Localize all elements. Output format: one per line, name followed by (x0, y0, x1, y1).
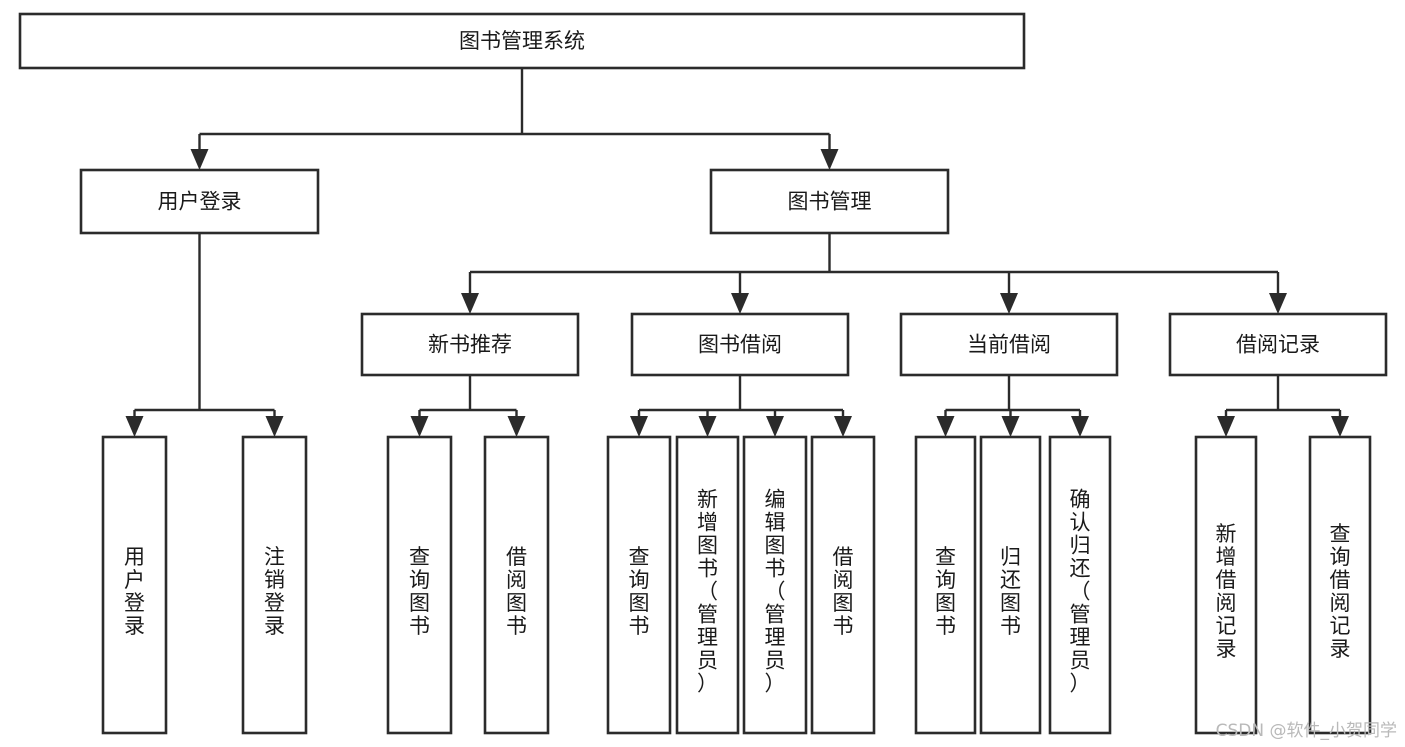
node-label: 注销登录 (264, 545, 285, 638)
node-label: 用户登录 (124, 545, 145, 638)
connector-arrowhead (1269, 293, 1287, 314)
node-leaf-0[interactable]: 用户登录 (101, 435, 168, 735)
connector-arrowhead (820, 149, 839, 170)
node-leaf-7[interactable]: 借阅图书 (810, 435, 876, 735)
node-leaf-2[interactable]: 查询图书 (386, 435, 453, 735)
node-label: 查询图书 (409, 545, 430, 638)
node-box (386, 435, 453, 735)
node-label: 新增图书（管理员） (697, 487, 718, 695)
node-box (914, 435, 977, 735)
connector-arrowhead (125, 416, 144, 437)
node-box (630, 312, 850, 377)
node-level3-0[interactable]: 新书推荐 (360, 312, 580, 377)
connector-arrowhead (1000, 293, 1018, 314)
node-leaf-9[interactable]: 归还图书 (979, 435, 1042, 735)
node-box (675, 435, 740, 735)
node-box (709, 168, 950, 235)
node-label: 借阅记录 (1236, 333, 1320, 357)
node-box (1048, 435, 1112, 735)
connector-layer (125, 68, 1349, 437)
node-box (979, 435, 1042, 735)
node-label: 查询图书 (935, 545, 956, 638)
connector-arrowhead (698, 416, 717, 437)
csdn-watermark: CSDN @软件_小贺同学 (1215, 721, 1397, 741)
connector-arrowhead (731, 293, 749, 314)
node-level2-1[interactable]: 图书管理 (709, 168, 950, 235)
connector-arrowhead (630, 416, 648, 437)
node-leaf-1[interactable]: 注销登录 (241, 435, 308, 735)
connector-arrowhead (410, 416, 429, 437)
connector-arrowhead (507, 416, 526, 437)
node-label: 确认归还（管理员） (1070, 487, 1091, 695)
connector-arrowhead (834, 416, 852, 437)
node-box (79, 168, 320, 235)
node-box (101, 435, 168, 735)
node-leaf-10[interactable]: 确认归还（管理员） (1048, 435, 1112, 735)
node-box (899, 312, 1119, 377)
node-leaf-6[interactable]: 编辑图书（管理员） (742, 435, 808, 735)
node-leaf-3[interactable]: 借阅图书 (483, 435, 550, 735)
node-label: 图书借阅 (698, 333, 782, 357)
connector-arrowhead (1331, 416, 1349, 437)
node-box (1168, 312, 1388, 377)
node-label: 查询借阅记录 (1330, 522, 1351, 661)
node-box (360, 312, 580, 377)
node-level3-3[interactable]: 借阅记录 (1168, 312, 1388, 377)
node-leaf-4[interactable]: 查询图书 (606, 435, 672, 735)
node-leaf-8[interactable]: 查询图书 (914, 435, 977, 735)
node-box (483, 435, 550, 735)
node-label: 图书管理系统 (459, 29, 585, 53)
connector-arrowhead (936, 416, 955, 437)
connector-arrowhead (190, 149, 209, 170)
connector-arrowhead (1001, 416, 1020, 437)
node-label: 查询图书 (629, 545, 650, 638)
node-box (241, 435, 308, 735)
node-leaf-12[interactable]: 查询借阅记录 (1308, 435, 1372, 735)
node-leaf-11[interactable]: 新增借阅记录 (1194, 435, 1258, 735)
node-label: 用户登录 (158, 190, 242, 214)
node-box (606, 435, 672, 735)
node-label: 编辑图书（管理员） (765, 487, 786, 695)
node-label: 借阅图书 (506, 545, 527, 638)
node-leaf-5[interactable]: 新增图书（管理员） (675, 435, 740, 735)
node-level3-1[interactable]: 图书借阅 (630, 312, 850, 377)
connector-arrowhead (265, 416, 284, 437)
node-root-0[interactable]: 图书管理系统 (18, 12, 1026, 70)
node-level2-0[interactable]: 用户登录 (79, 168, 320, 235)
connector-arrowhead (1217, 416, 1235, 437)
node-box (1194, 435, 1258, 735)
node-label: 借阅图书 (833, 545, 854, 638)
connector-arrowhead (766, 416, 784, 437)
node-label: 图书管理 (788, 190, 872, 214)
connector-arrowhead (461, 293, 479, 314)
node-level3-2[interactable]: 当前借阅 (899, 312, 1119, 377)
node-box (1308, 435, 1372, 735)
node-label: 当前借阅 (967, 333, 1051, 357)
node-label: 新书推荐 (428, 333, 512, 357)
node-box (810, 435, 876, 735)
node-label: 归还图书 (1000, 545, 1021, 638)
node-box (742, 435, 808, 735)
node-label: 新增借阅记录 (1216, 522, 1237, 661)
node-box (18, 12, 1026, 70)
node-layer: 图书管理系统用户登录图书管理新书推荐图书借阅当前借阅借阅记录用户登录注销登录查询… (18, 12, 1388, 735)
connector-arrowhead (1071, 416, 1089, 437)
